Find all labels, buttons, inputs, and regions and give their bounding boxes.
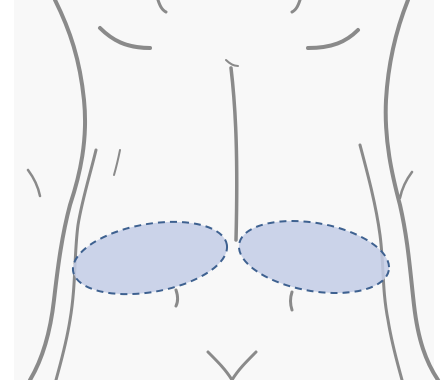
left-dimple-mark [176, 290, 178, 306]
right-dimple-mark [291, 292, 293, 310]
